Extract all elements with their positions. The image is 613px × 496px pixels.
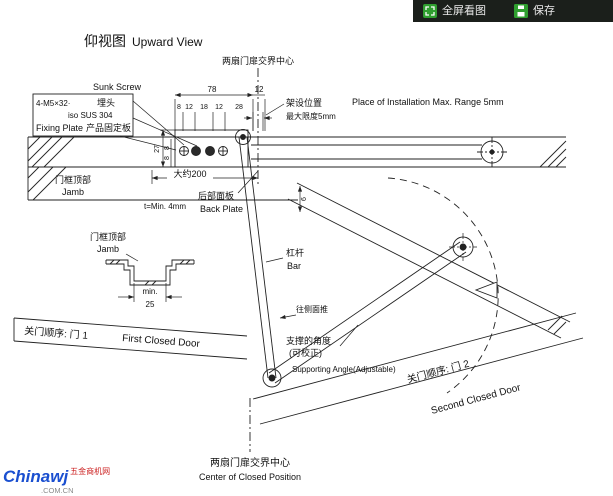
- diagram-linework: [13, 68, 584, 452]
- door2-open-band: [287, 182, 571, 339]
- drawing-title-zh: 仰视图: [84, 33, 126, 49]
- approx-200-label: 大约200: [173, 168, 206, 179]
- fullscreen-label: 全屏看图: [442, 5, 486, 17]
- jamb-profile: [105, 253, 195, 302]
- back-plate-en-label: Back Plate: [200, 204, 243, 214]
- screw-note-box: [32, 93, 198, 151]
- image-toolbar: 全屏看图 保存: [413, 0, 613, 22]
- material-label: iso SUS 304: [68, 111, 113, 120]
- support-en-label: Supporting Angle(Adjustable): [292, 365, 396, 374]
- watermark-site-name: 五金商机网: [70, 466, 111, 476]
- sunk-screw-en-label: Sunk Screw: [93, 82, 142, 92]
- watermark-brand: Chinawj: [3, 466, 69, 486]
- save-label: 保存: [533, 5, 555, 17]
- diagram-text: 仰视图 Upward View 两扇门扉交界中心 Sunk Screw 4-M5…: [24, 33, 523, 482]
- fullscreen-icon: [423, 4, 437, 18]
- drawing-title-en: Upward View: [132, 35, 203, 49]
- dim-6: 6: [301, 197, 308, 201]
- support-adj-label: (可校正): [289, 347, 322, 358]
- door1-band: [13, 317, 248, 360]
- support-leader: [339, 324, 359, 347]
- thickness-label: t=Min. 4mm: [144, 202, 186, 211]
- bar-en-label: Bar: [287, 261, 301, 271]
- install-range-label: 最大限度5mm: [286, 111, 336, 121]
- track-end-pivot: [477, 137, 507, 167]
- save-button[interactable]: 保存: [514, 0, 555, 22]
- push-side-arrow: [279, 314, 297, 320]
- jamb1-zh-label: 门框顶部: [55, 174, 91, 185]
- sunk-screw-zh-label: 埋头: [97, 98, 115, 108]
- watermark-domain: .COM.CN: [41, 485, 74, 495]
- swing-arc: [387, 177, 499, 394]
- support-zh-label: 支撑的角度: [286, 335, 331, 346]
- jamb1-en-label: Jamb: [62, 187, 84, 197]
- jamb2-en-label: Jamb: [97, 244, 119, 254]
- jamb2-zh-label: 门框顶部: [90, 231, 126, 242]
- back-plate-leader: [237, 170, 259, 194]
- dim-seg1: 8: [177, 104, 181, 111]
- dim-8b: 8: [164, 156, 171, 160]
- dim-8a: 8: [164, 146, 171, 150]
- fullscreen-button[interactable]: 全屏看图: [423, 0, 486, 22]
- dim-27: 27: [154, 145, 161, 153]
- dim-25-label: 25: [146, 300, 155, 309]
- min-label: min.: [142, 287, 157, 296]
- dim-seg3: 18: [200, 104, 208, 111]
- support-arm: [268, 233, 477, 384]
- dim-seg5: 28: [235, 104, 243, 111]
- dim-seg2: 12: [185, 104, 193, 111]
- fixing-plate-shape: [174, 129, 251, 168]
- screw-spec-label: 4-M5×32·: [36, 99, 70, 108]
- door2-zh-label: 关门顺序: 门 2: [405, 357, 471, 386]
- bar-leader: [265, 257, 284, 263]
- fixing-plate-zh-label: 产品固定板: [86, 122, 131, 133]
- back-plate-zh-label: 后部面板: [198, 190, 234, 201]
- fixing-plate-en-label: Fixing Plate: [36, 123, 83, 133]
- door2-closed-band: [252, 312, 584, 425]
- door1-zh-label: 关门顺序: 门 1: [24, 324, 89, 342]
- save-icon: [514, 4, 528, 18]
- dim-78: 78: [208, 85, 217, 94]
- center-top-label: 两扇门扉交界中心: [222, 55, 294, 66]
- linkage-bar: [238, 136, 282, 388]
- push-side-label: 往侧面推: [296, 304, 328, 314]
- top-frame-band: [27, 136, 567, 201]
- dim-seg4: 12: [215, 104, 223, 111]
- bar-zh-label: 杠杆: [286, 247, 304, 258]
- plate-dimensions: [158, 92, 303, 212]
- dim-12: 12: [255, 85, 264, 94]
- install-leader: [265, 103, 285, 116]
- approx-200-label-bg: [167, 168, 213, 179]
- swing-direction-arrow: [474, 281, 498, 299]
- center-bottom-zh-label: 两扇门扉交界中心: [210, 456, 290, 469]
- install-en-label: Place of Installation Max. Range 5mm: [352, 97, 504, 107]
- install-zh-label: 架设位置: [286, 97, 322, 108]
- door1-en-label: First Closed Door: [122, 333, 201, 350]
- center-bottom-en-label: Center of Closed Position: [199, 472, 301, 482]
- door2-en-label: Second Closed Door: [430, 382, 523, 417]
